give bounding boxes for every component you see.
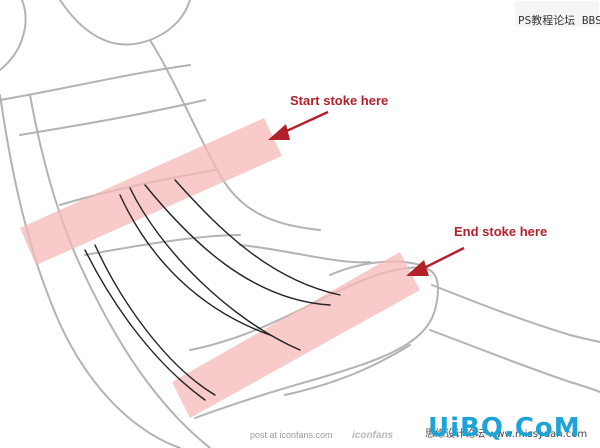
highlight-bands (20, 118, 420, 418)
start-arrow-shaft (279, 110, 329, 136)
ink-stroke-1 (119, 194, 271, 336)
ink-stroke-2 (129, 187, 301, 351)
credit-text: post at iconfans.com (250, 430, 333, 440)
left-edge-inner (29, 94, 211, 448)
inner-curve-top (239, 244, 371, 264)
ink-stroke-5 (84, 249, 206, 401)
end-arrow-shaft (419, 246, 465, 272)
bottom-inner (284, 344, 411, 396)
top-curve-right (59, 0, 191, 46)
end-highlight-band (172, 252, 420, 418)
start-arrow-head (268, 124, 290, 140)
right-tail-top (431, 284, 600, 343)
inner-curve-right (329, 260, 421, 276)
arrow-left-down-icon (268, 110, 329, 140)
ink-stroke-6 (94, 244, 216, 396)
brand-logo: UiBQ.CoM (428, 413, 581, 443)
ink-stroke-4 (174, 179, 341, 296)
arrow-left-down-icon (406, 246, 465, 276)
watermark-top-text: PS教程论坛 BBS.16XX8.COM (518, 13, 600, 27)
watermark-top-right: PS教程论坛 BBS.16XX8.COM (515, 1, 600, 27)
watermark-bottom-text: 思缘设计论坛 www.missyuan.com (425, 427, 587, 440)
watermark-top-bg (515, 1, 599, 27)
band-line-4 (84, 234, 241, 256)
credit-logo: iconfans (352, 430, 394, 441)
ink-stroke-3 (144, 184, 331, 306)
right-tail-bottom (429, 329, 600, 393)
start-label: Start stoke here (290, 93, 388, 108)
ink-strokes (84, 179, 341, 401)
top-curve-left (0, 0, 27, 71)
left-edge-outer (0, 94, 181, 448)
band-line-1 (0, 64, 191, 101)
band-line-2 (19, 99, 206, 136)
end-arrow-head (406, 260, 429, 276)
end-label: End stoke here (454, 224, 547, 239)
